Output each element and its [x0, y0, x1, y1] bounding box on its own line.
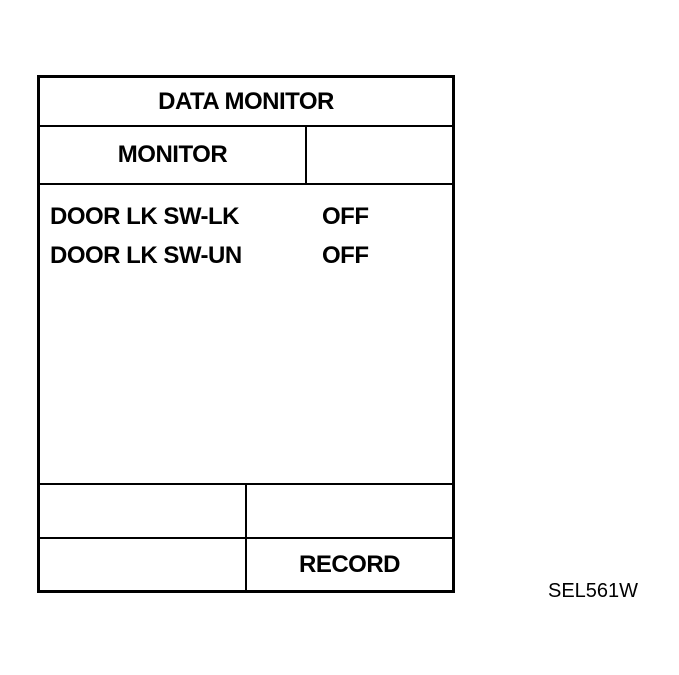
record-button[interactable]: RECORD [298, 550, 401, 578]
button-row-bottom: RECORD [40, 539, 452, 590]
blank-button-top-right[interactable] [247, 485, 452, 537]
monitor-data-list: DOOR LK SW-LK OFF DOOR LK SW-UN OFF [40, 185, 452, 485]
blank-button-bottom-left[interactable] [40, 539, 247, 590]
data-monitor-screen: DATA MONITOR MONITOR DOOR LK SW-LK OFF DO… [37, 75, 455, 593]
list-item: DOOR LK SW-UN OFF [50, 242, 369, 270]
figure-code: SEL561W [548, 580, 639, 602]
item-name: DOOR LK SW-LK [50, 203, 240, 230]
mode-header: MONITOR [40, 127, 452, 185]
blank-button-top-left[interactable] [40, 485, 247, 537]
mode-header-blank-cell [307, 127, 452, 183]
screen-title: DATA MONITOR [40, 78, 452, 127]
item-value: OFF [322, 203, 369, 230]
list-item: DOOR LK SW-LK OFF [50, 203, 369, 231]
item-value: OFF [322, 242, 369, 269]
button-row-top [40, 485, 452, 539]
item-name: DOOR LK SW-UN [50, 242, 242, 269]
monitor-mode-label: MONITOR [40, 127, 307, 183]
